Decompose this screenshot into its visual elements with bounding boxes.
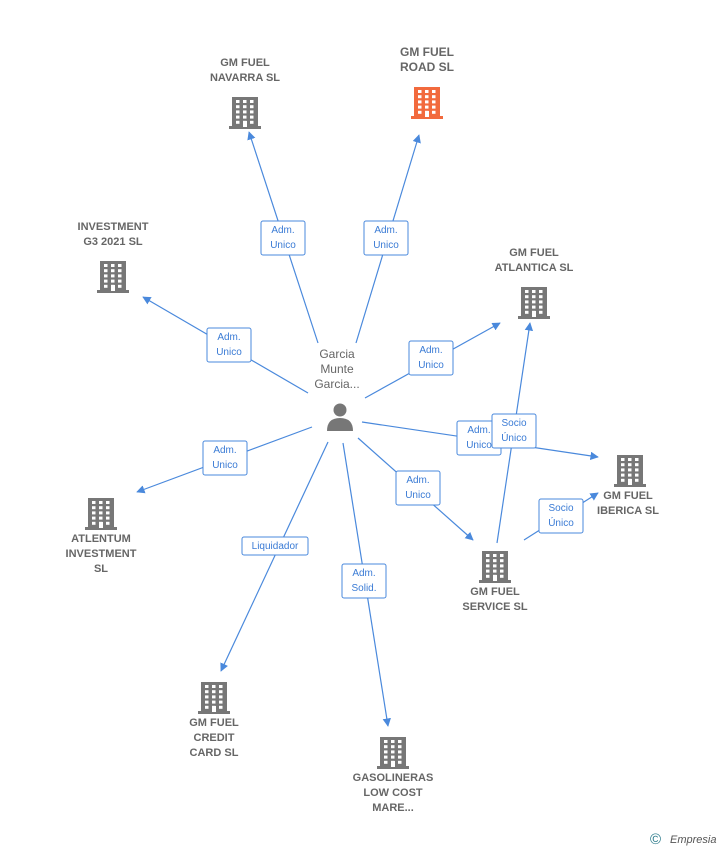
edge-label-text: Unico	[418, 360, 444, 371]
copyright-icon: ©	[650, 831, 661, 848]
company-node-navarra[interactable]: GM FUEL NAVARRA SL	[210, 57, 280, 129]
company-name-line: ROAD SL	[400, 60, 454, 74]
building-icon	[377, 737, 409, 769]
edge-label-text: Unico	[212, 460, 238, 471]
company-name-line: LOW COST	[363, 787, 423, 799]
building-icon	[97, 261, 129, 293]
company-name-line: SERVICE SL	[462, 601, 527, 613]
edge-label-box	[341, 563, 387, 599]
edge-label-box	[538, 498, 584, 534]
edge-label-person-road[interactable]: Adm. Unico	[363, 220, 409, 256]
person-icon	[327, 403, 353, 431]
company-name-line: G3 2021 SL	[83, 236, 143, 248]
company-name-line: INVESTMENT	[78, 221, 149, 233]
company-node-investment[interactable]: INVESTMENT G3 2021 SL	[78, 221, 149, 293]
edge-label-box	[260, 220, 306, 256]
edge-label-box	[395, 470, 441, 506]
company-name-line: GM FUEL	[603, 490, 653, 502]
edge-label-text: Unico	[216, 347, 242, 358]
person-node[interactable]: GarciaMunteGarcia...	[314, 347, 360, 431]
company-name-line: GM FUEL	[470, 586, 520, 598]
company-name-line: ATLANTICA SL	[495, 262, 574, 274]
person-name-line: Garcia	[319, 347, 355, 361]
edge-label-text: Adm.	[406, 475, 429, 486]
building-icon	[411, 87, 443, 119]
company-name-line: NAVARRA SL	[210, 72, 280, 84]
edge-label-text: Adm.	[352, 568, 375, 579]
edge-label-text: Unico	[373, 240, 399, 251]
edge-label-box	[491, 413, 537, 449]
edge-label-person-atlantica[interactable]: Adm. Unico	[408, 340, 454, 376]
company-node-credit[interactable]: GM FUEL CREDIT CARD SL	[189, 682, 239, 759]
edge-label-box	[206, 327, 252, 363]
company-name-line: GM FUEL	[400, 45, 454, 59]
person-name-line: Munte	[320, 362, 354, 376]
edge-label-text: Adm.	[217, 332, 240, 343]
company-name-line: GASOLINERAS	[353, 772, 434, 784]
edge-label-text: Unico	[405, 490, 431, 501]
edge-label-box	[408, 340, 454, 376]
footer-brand[interactable]: © Empresia	[650, 831, 716, 848]
edge-label-text: Solid.	[351, 583, 376, 594]
building-icon	[614, 455, 646, 487]
company-node-atlantica[interactable]: GM FUEL ATLANTICA SL	[495, 247, 574, 319]
edge-label-text: Adm.	[374, 225, 397, 236]
building-icon	[85, 498, 117, 530]
edge-label-box	[241, 536, 309, 556]
edge-label-person-gasolineras[interactable]: Adm. Solid.	[341, 563, 387, 599]
person-name-line: Garcia...	[314, 377, 359, 391]
company-node-service[interactable]: GM FUEL SERVICE SL	[462, 551, 528, 613]
company-name-line: ATLENTUM	[71, 533, 131, 545]
company-name-line: GM FUEL	[220, 57, 270, 69]
company-name-line: CREDIT	[194, 732, 235, 744]
edge-label-box	[202, 440, 248, 476]
company-node-gasolineras[interactable]: GASOLINERAS LOW COST MARE...	[353, 737, 434, 814]
building-icon	[229, 97, 261, 129]
edge-label-text: Adm.	[467, 425, 490, 436]
company-name-line: SL	[94, 563, 108, 575]
company-name-line: GM FUEL	[189, 717, 239, 729]
edge-label-person-service[interactable]: Adm. Unico	[395, 470, 441, 506]
company-node-iberica[interactable]: GM FUEL IBERICA SL	[597, 455, 659, 517]
edge-label-text: Socio	[501, 418, 526, 429]
edge-label-text: Único	[548, 516, 574, 529]
edge-label-text: Adm.	[271, 225, 294, 236]
edge-label-box	[363, 220, 409, 256]
company-node-atlentum[interactable]: ATLENTUM INVESTMENT SL	[66, 498, 137, 575]
brand-name: Empresia	[670, 834, 716, 846]
company-name-line: GM FUEL	[509, 247, 559, 259]
company-name-line: IBERICA SL	[597, 505, 659, 517]
edge-label-person-navarra[interactable]: Adm. Unico	[260, 220, 306, 256]
building-icon	[479, 551, 511, 583]
edge-label-text: Único	[501, 431, 527, 444]
edge-label-person-investment[interactable]: Adm. Unico	[206, 327, 252, 363]
edge-label-text: Liquidador	[252, 541, 299, 552]
edge-label-text: Adm.	[419, 345, 442, 356]
building-icon	[518, 287, 550, 319]
edge-label-text: Adm.	[213, 445, 236, 456]
edge-label-text: Unico	[270, 240, 296, 251]
company-name-line: INVESTMENT	[66, 548, 137, 560]
edge-label-person-credit[interactable]: Liquidador	[241, 536, 309, 556]
edge-person-credit	[220, 441, 329, 672]
edge-label-text: Unico	[466, 440, 492, 451]
company-name-line: CARD SL	[190, 747, 239, 759]
edge-label-text: Socio	[548, 503, 573, 514]
building-icon	[198, 682, 230, 714]
edge-label-person-atlentum[interactable]: Adm. Unico	[202, 440, 248, 476]
company-name-line: MARE...	[372, 802, 414, 814]
